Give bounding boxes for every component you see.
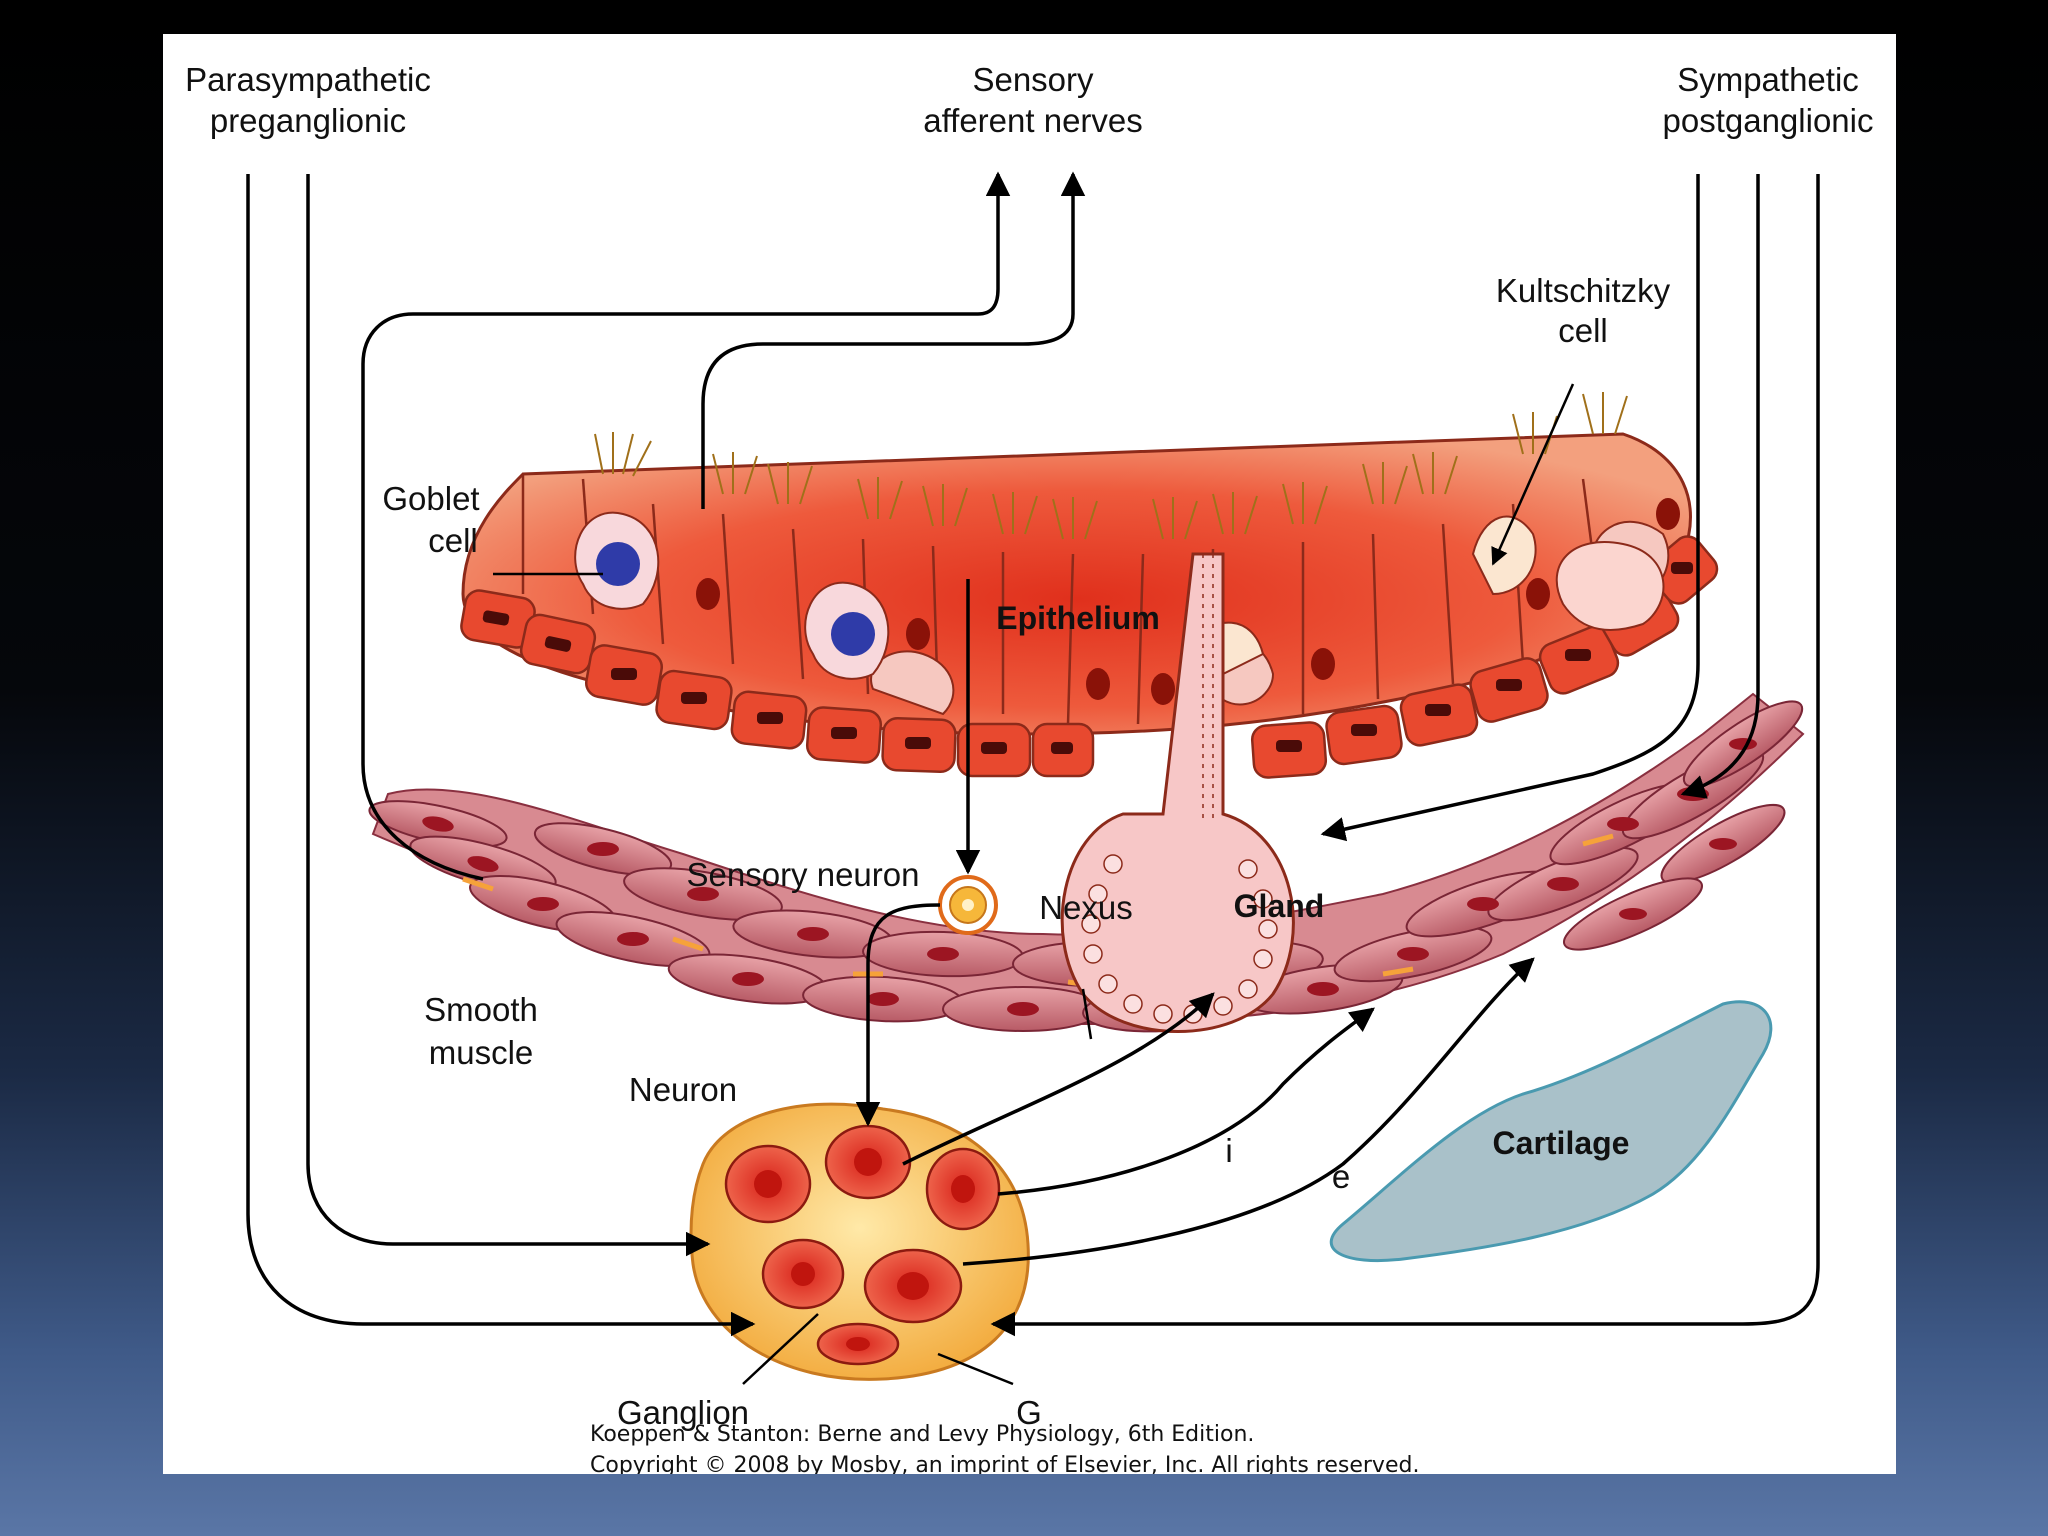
label-kultschitzky-1: Kultschitzky (1496, 272, 1671, 309)
label-epithelium: Epithelium (996, 600, 1160, 636)
label-kultschitzky-2: cell (1558, 312, 1608, 349)
label-smooth-muscle-1: Smooth (424, 991, 538, 1028)
label-sensory-neuron: Sensory neuron (687, 856, 920, 893)
label-neuron: Neuron (629, 1071, 737, 1108)
label-g: G (1016, 1394, 1042, 1431)
label-sensory-2: afferent nerves (923, 102, 1143, 139)
epithelium (460, 392, 1719, 779)
labels: Parasympathetic preganglionic Sensory af… (185, 61, 1873, 1474)
sensory-neuron (938, 875, 998, 935)
gland (1060, 552, 1295, 1033)
airway-innervation-diagram: Parasympathetic preganglionic Sensory af… (185, 61, 1873, 1474)
diagram-image: Parasympathetic preganglionic Sensory af… (163, 34, 1896, 1474)
credit-line-1: Koeppen & Stanton: Berne and Levy Physio… (590, 1422, 1254, 1447)
label-nexus: Nexus (1039, 889, 1133, 926)
label-e: e (1332, 1158, 1350, 1195)
label-goblet-2: cell (428, 522, 478, 559)
label-sympathetic-1: Sympathetic (1677, 61, 1859, 98)
ganglion (689, 1102, 1030, 1381)
label-smooth-muscle-2: muscle (429, 1034, 534, 1071)
credit-line-2: Copyright © 2008 by Mosby, an imprint of… (590, 1453, 1419, 1474)
goblet-cells (574, 511, 890, 680)
label-goblet-1: Goblet (382, 480, 479, 517)
label-sensory-1: Sensory (972, 61, 1094, 98)
label-sympathetic-2: postganglionic (1663, 102, 1874, 139)
label-ganglion: Ganglion (617, 1394, 749, 1431)
label-i: i (1225, 1132, 1232, 1169)
nerve-paths (246, 171, 1820, 1386)
kultschitzky-cell-shape (1555, 541, 1665, 631)
label-parasympathetic-1: Parasympathetic (185, 61, 431, 98)
label-gland: Gland (1234, 888, 1325, 924)
label-cartilage: Cartilage (1493, 1125, 1630, 1161)
cartilage (1329, 1000, 1773, 1263)
label-parasympathetic-2: preganglionic (210, 102, 406, 139)
